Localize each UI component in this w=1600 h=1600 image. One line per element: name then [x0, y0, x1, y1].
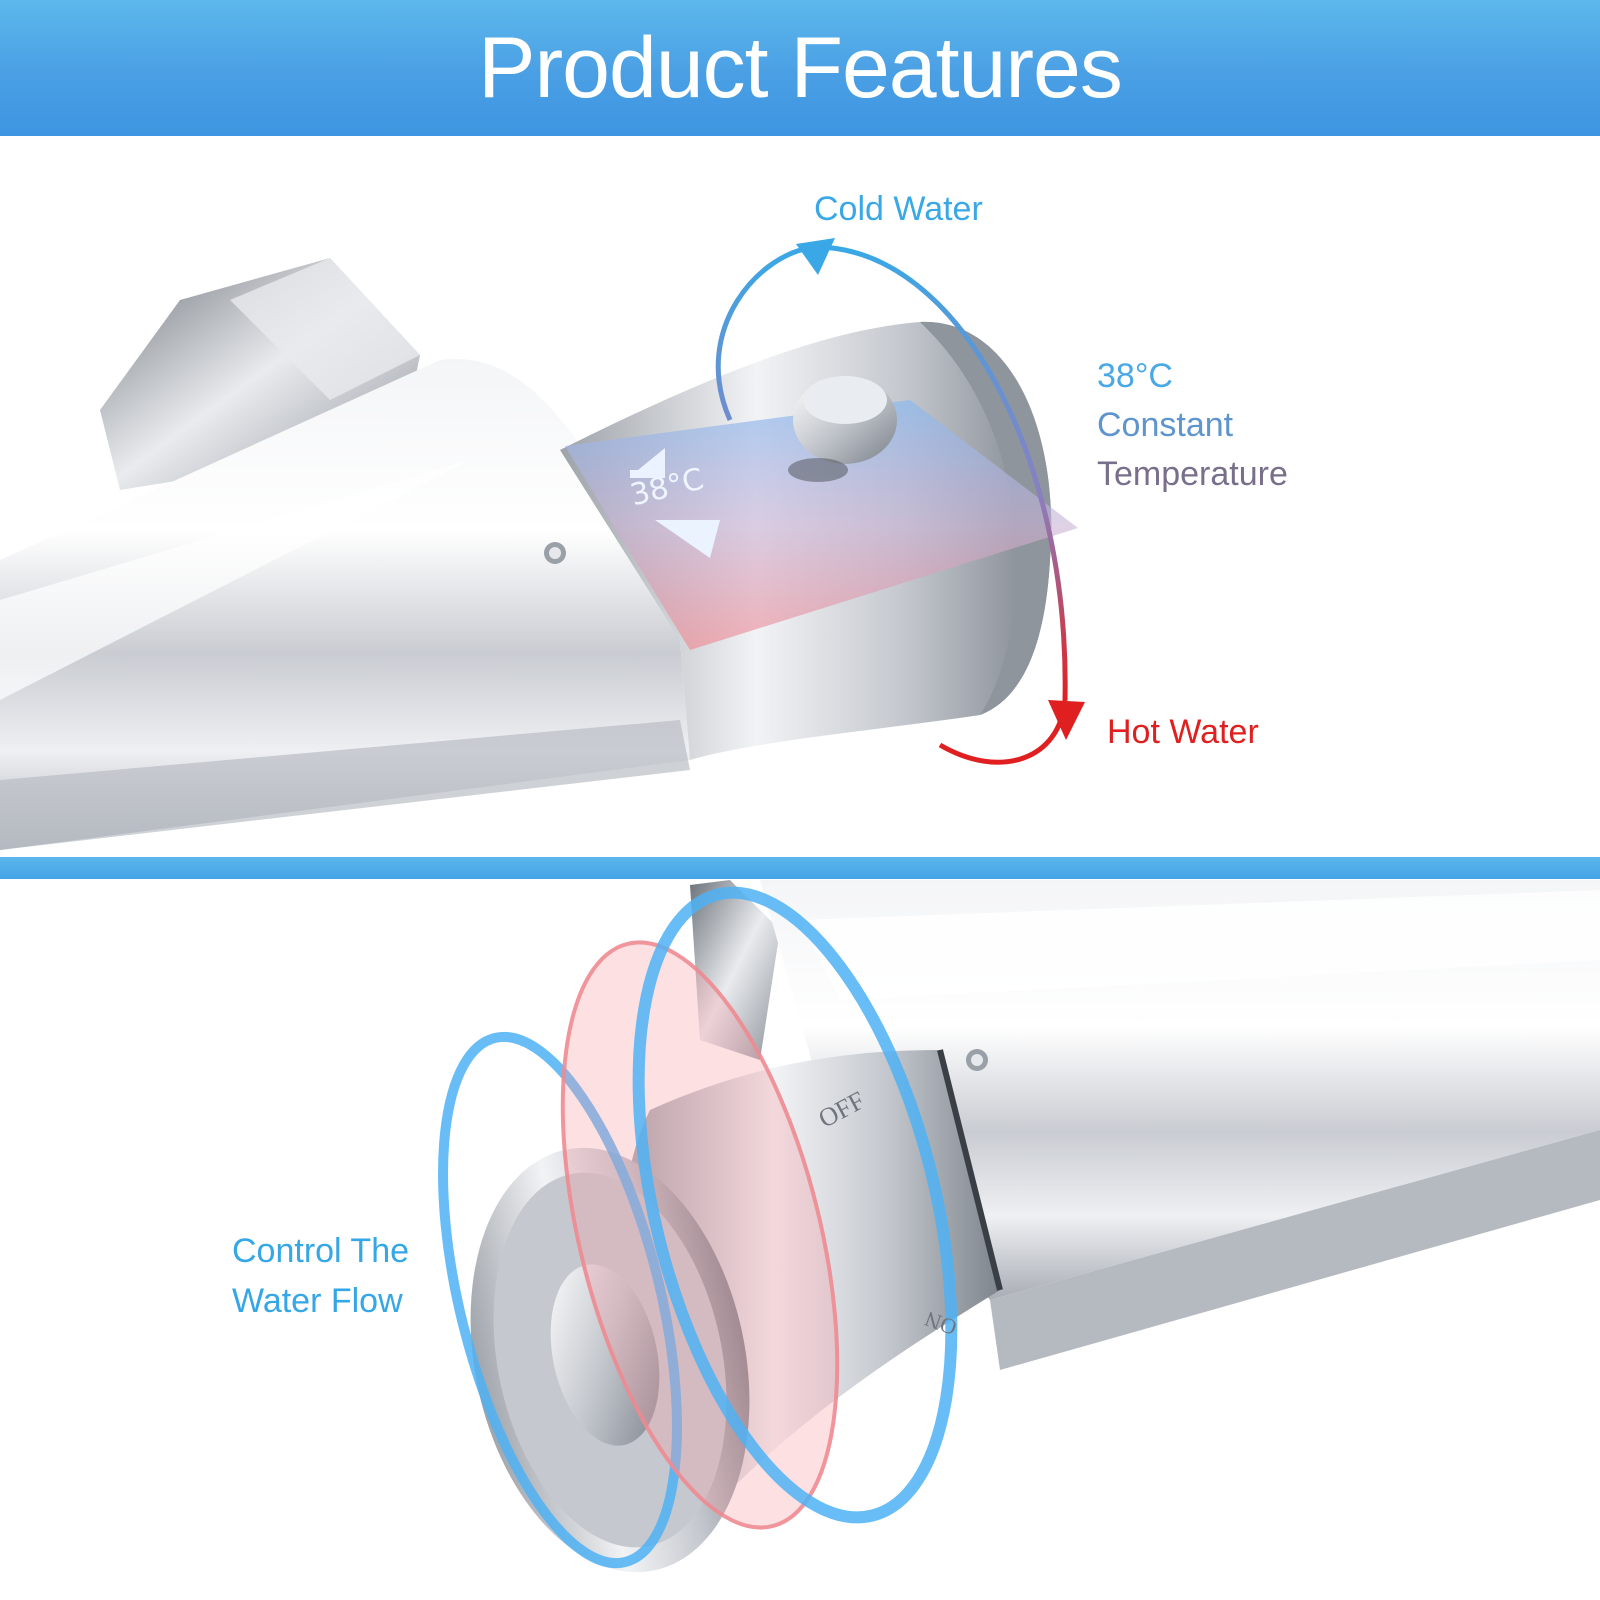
top-faucet — [0, 238, 1085, 850]
temp-line-3: Temperature — [1097, 455, 1288, 493]
banner-title: Product Features — [478, 20, 1123, 116]
bottom-faucet — [438, 880, 1600, 1573]
flow-line-1: Control The — [232, 1232, 410, 1270]
water-flow-label: Control The Water Flow — [232, 1226, 409, 1326]
constant-temperature-label: 38°C Constant Temperature — [1097, 352, 1288, 499]
hot-arrow-icon — [1048, 700, 1085, 740]
section-divider — [0, 857, 1600, 879]
cold-arrow-icon — [796, 238, 835, 275]
temp-line-1: 38°C — [1097, 357, 1173, 395]
header-banner: Product Features — [0, 0, 1600, 136]
flow-line-2: Water Flow — [232, 1282, 403, 1320]
hot-water-label: Hot Water — [1107, 713, 1259, 751]
temp-line-2: Constant — [1097, 406, 1234, 444]
cold-water-label: Cold Water — [814, 190, 983, 228]
